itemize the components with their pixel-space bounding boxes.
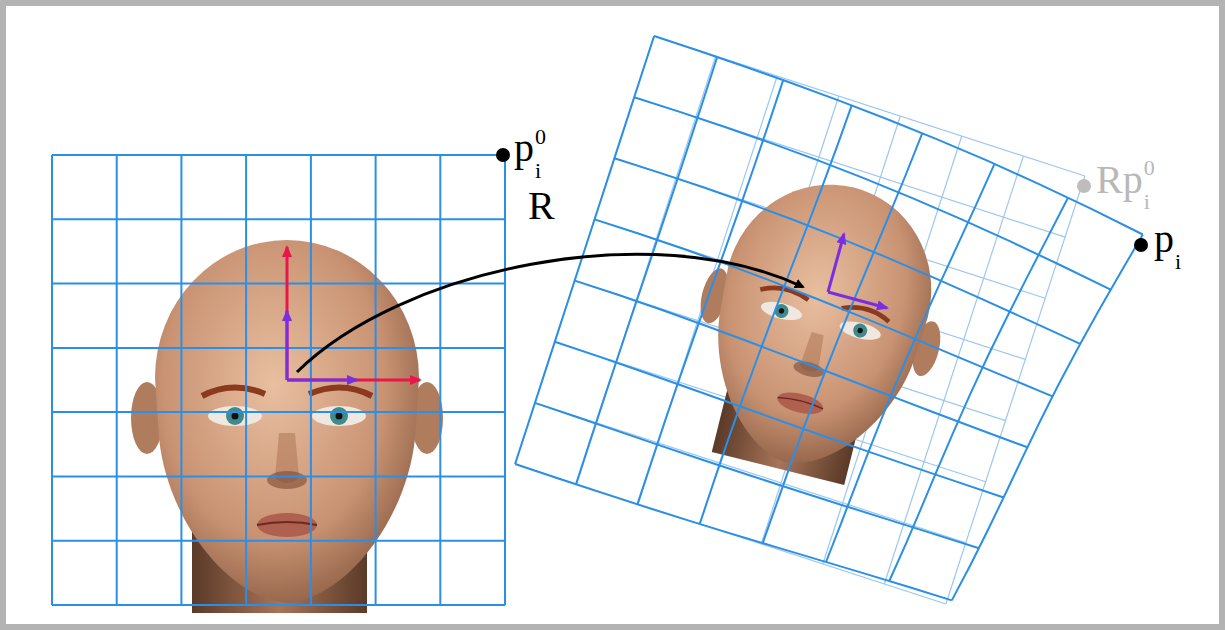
deformed-grid — [515, 36, 1143, 600]
superscript: 0 — [1144, 157, 1155, 179]
grid-line — [52, 540, 505, 542]
grid-line — [504, 155, 506, 605]
grid-line — [535, 403, 979, 548]
point-label: p — [1154, 219, 1174, 259]
grid-line — [52, 604, 505, 606]
grid-line — [637, 80, 783, 504]
superscript: 0 — [535, 126, 546, 148]
grid-line — [826, 164, 995, 562]
point-label: Rp — [1096, 160, 1143, 200]
grid-line — [52, 218, 505, 220]
subscript: i — [1144, 191, 1150, 213]
grid-line — [52, 475, 505, 477]
grid-line — [634, 97, 1110, 290]
grid-line — [576, 57, 717, 484]
rotation-label: R — [528, 186, 555, 226]
grid-line — [654, 36, 1143, 235]
grid — [52, 155, 505, 605]
grid-line — [51, 155, 53, 605]
grid-line — [439, 155, 441, 605]
subscript: i — [535, 160, 541, 182]
grid-line — [515, 36, 654, 464]
grid-line — [889, 198, 1068, 581]
grid-line — [245, 155, 247, 605]
subscript: i — [1175, 251, 1181, 273]
rotated-grid — [515, 36, 1085, 604]
grid-line — [116, 155, 118, 605]
point-label: p — [514, 128, 534, 168]
grid-line — [575, 281, 1028, 448]
grid-line — [52, 283, 505, 285]
grid-line — [52, 154, 505, 156]
grid-line — [952, 235, 1143, 601]
grid-line — [946, 176, 1085, 604]
grid-line — [180, 155, 182, 605]
grid-line — [52, 347, 505, 349]
grid-line — [515, 36, 654, 464]
grid-line — [700, 105, 852, 524]
grid-line — [52, 411, 505, 413]
grid-line — [515, 464, 952, 600]
grid-line — [763, 133, 923, 543]
